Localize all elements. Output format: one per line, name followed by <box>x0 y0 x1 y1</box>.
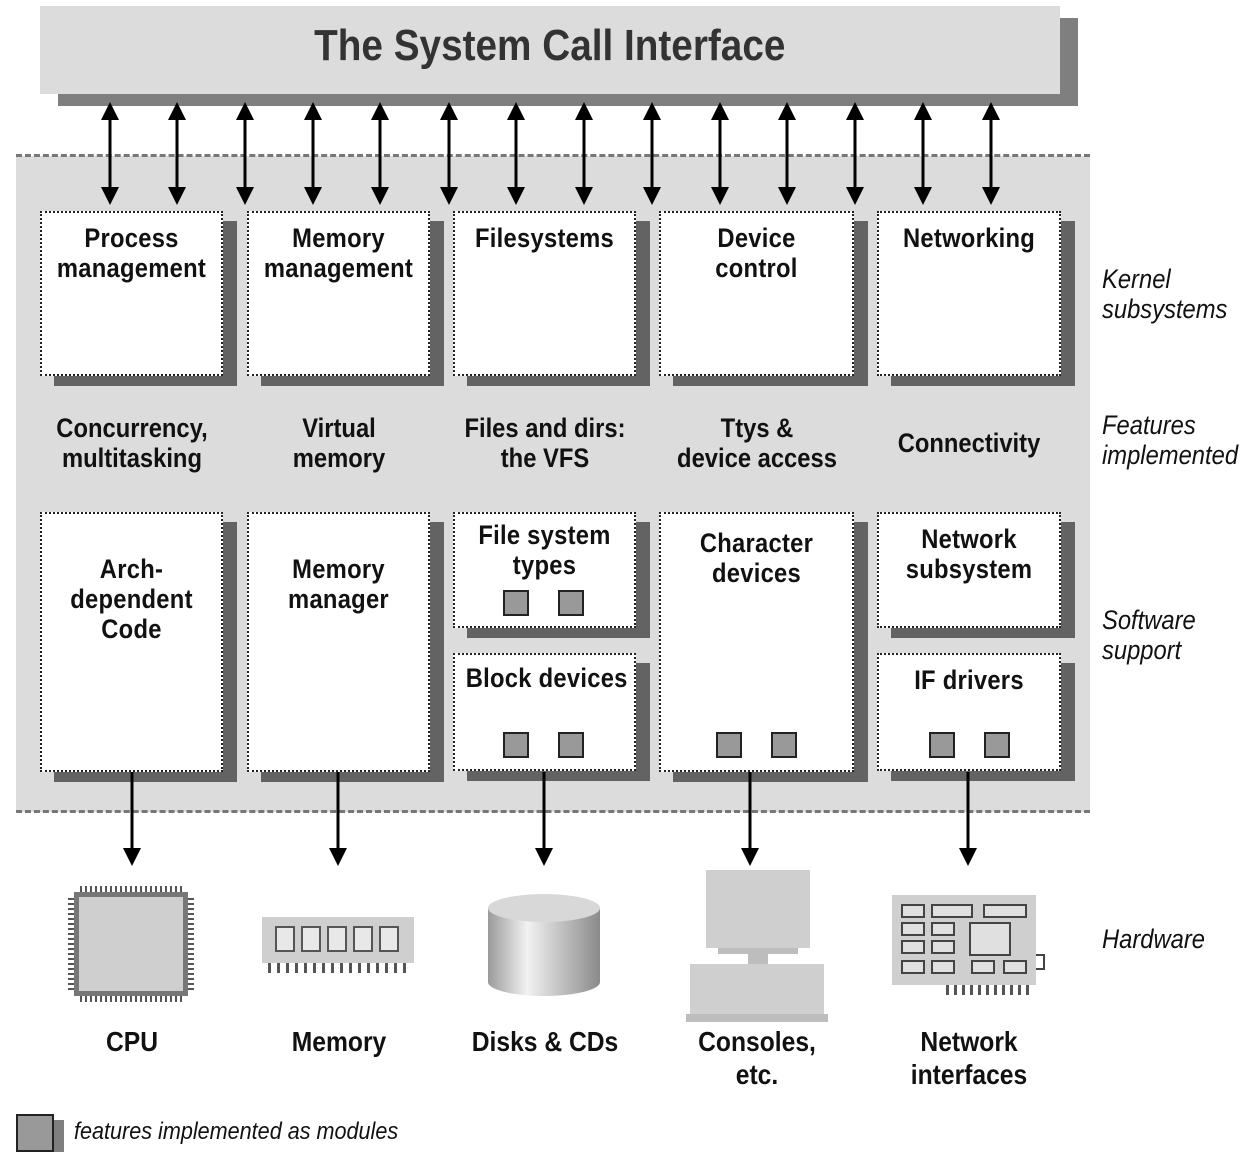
file-system-types-label: File system types <box>478 520 611 580</box>
module-square <box>771 732 797 758</box>
feature-concurrency: Concurrency, multitasking <box>56 413 208 473</box>
subsystem-label: Memory management <box>263 223 414 283</box>
side-label-software-support: Software support <box>1102 605 1196 665</box>
arrow-head <box>168 187 186 205</box>
network-subsystem-box: Network subsystem <box>877 512 1061 628</box>
arrow-head <box>535 848 553 866</box>
module-square <box>929 732 955 758</box>
arrow-head <box>982 187 1000 205</box>
feature-connectivity: Connectivity <box>897 428 1041 458</box>
legend-text: features implemented as modules <box>74 1118 399 1145</box>
feature-tty-device-access: Ttys & device access <box>677 413 837 473</box>
hardware-label-consoles: Consoles, etc. <box>698 1026 816 1090</box>
memory-module-icon <box>262 917 414 973</box>
arrow-head <box>168 102 186 120</box>
arrow-head <box>440 102 458 120</box>
subsystem-label: Process management <box>56 223 207 283</box>
subsystem-filesystems: Filesystems <box>453 211 636 376</box>
subsystem-label: Device control <box>715 223 798 283</box>
feature-vfs: Files and dirs: the VFS <box>464 413 626 473</box>
block-devices-box: Block devices <box>453 653 636 771</box>
arch-dependent-code-label: Arch- dependent Code <box>70 554 193 644</box>
arrow-head <box>507 187 525 205</box>
arrow-head <box>982 102 1000 120</box>
kernel-bottom-boundary <box>16 810 1090 813</box>
arrow-layer <box>101 102 1000 866</box>
module-square <box>716 732 742 758</box>
arrow-head <box>711 187 729 205</box>
hardware-label-memory: Memory <box>291 1026 387 1057</box>
arrow-head <box>304 187 322 205</box>
arrow-head <box>371 187 389 205</box>
if-drivers-label: IF drivers <box>914 665 1024 695</box>
memory-manager-label: Memory manager <box>288 554 389 614</box>
disk-cylinder-icon <box>488 894 600 996</box>
arrow-head <box>507 102 525 120</box>
arrow-head <box>575 102 593 120</box>
module-square <box>503 732 529 758</box>
arrow-head <box>778 187 796 205</box>
arrow-head <box>329 848 347 866</box>
arrow-head <box>440 187 458 205</box>
arrow-head <box>101 187 119 205</box>
cpu-chip-icon <box>68 886 194 1002</box>
hardware-label-network: Network interfaces <box>910 1026 1028 1090</box>
system-call-interface: The System Call Interface <box>40 6 1060 94</box>
arrow-head <box>914 102 932 120</box>
feature-virtual-memory: Virtual memory <box>292 413 386 473</box>
character-devices-label: Character devices <box>699 528 814 588</box>
arrow-head <box>101 102 119 120</box>
arrow-head <box>959 848 977 866</box>
side-label-hardware: Hardware <box>1102 924 1206 954</box>
legend-module-swatch <box>16 1114 54 1152</box>
module-square <box>558 732 584 758</box>
subsystem-networking: Networking <box>877 211 1061 376</box>
arrow-head <box>741 848 759 866</box>
arrow-head <box>643 102 661 120</box>
network-subsystem-label: Network subsystem <box>905 524 1033 584</box>
module-square <box>558 590 584 616</box>
arrow-head <box>123 848 141 866</box>
arrow-head <box>846 187 864 205</box>
module-square <box>503 590 529 616</box>
memory-manager-box: Memory manager <box>247 512 430 772</box>
kernel-top-boundary <box>16 154 1090 157</box>
subsystem-process-management: Process management <box>40 211 223 376</box>
subsystem-device-control: Device control <box>659 211 854 376</box>
character-devices-box: Character devices <box>659 512 854 772</box>
file-system-types-box: File system types <box>453 512 636 628</box>
subsystem-label: Networking <box>902 223 1035 253</box>
hardware-label-cpu: CPU <box>105 1026 159 1057</box>
arrow-head <box>846 102 864 120</box>
subsystem-memory-management: Memory management <box>247 211 430 376</box>
arrow-head <box>711 102 729 120</box>
subsystem-label: Filesystems <box>475 223 614 253</box>
arrow-head <box>236 187 254 205</box>
side-label-features-implemented: Features implemented <box>1102 410 1239 470</box>
arch-dependent-code-box: Arch- dependent Code <box>40 512 223 772</box>
arrow-head <box>914 187 932 205</box>
block-devices-label: Block devices <box>465 663 628 693</box>
arrow-head <box>778 102 796 120</box>
arrow-head <box>371 102 389 120</box>
system-call-interface-label: The System Call Interface <box>314 21 786 70</box>
hardware-label-disks: Disks & CDs <box>471 1026 619 1057</box>
side-label-kernel-subsystems: Kernel subsystems <box>1102 264 1228 324</box>
arrow-head <box>643 187 661 205</box>
arrow-head <box>236 102 254 120</box>
network-card-icon <box>892 895 1045 995</box>
if-drivers-box: IF drivers <box>877 653 1061 771</box>
arrow-head <box>575 187 593 205</box>
arrow-head <box>304 102 322 120</box>
module-square <box>984 732 1010 758</box>
console-computer-icon <box>686 870 828 1022</box>
